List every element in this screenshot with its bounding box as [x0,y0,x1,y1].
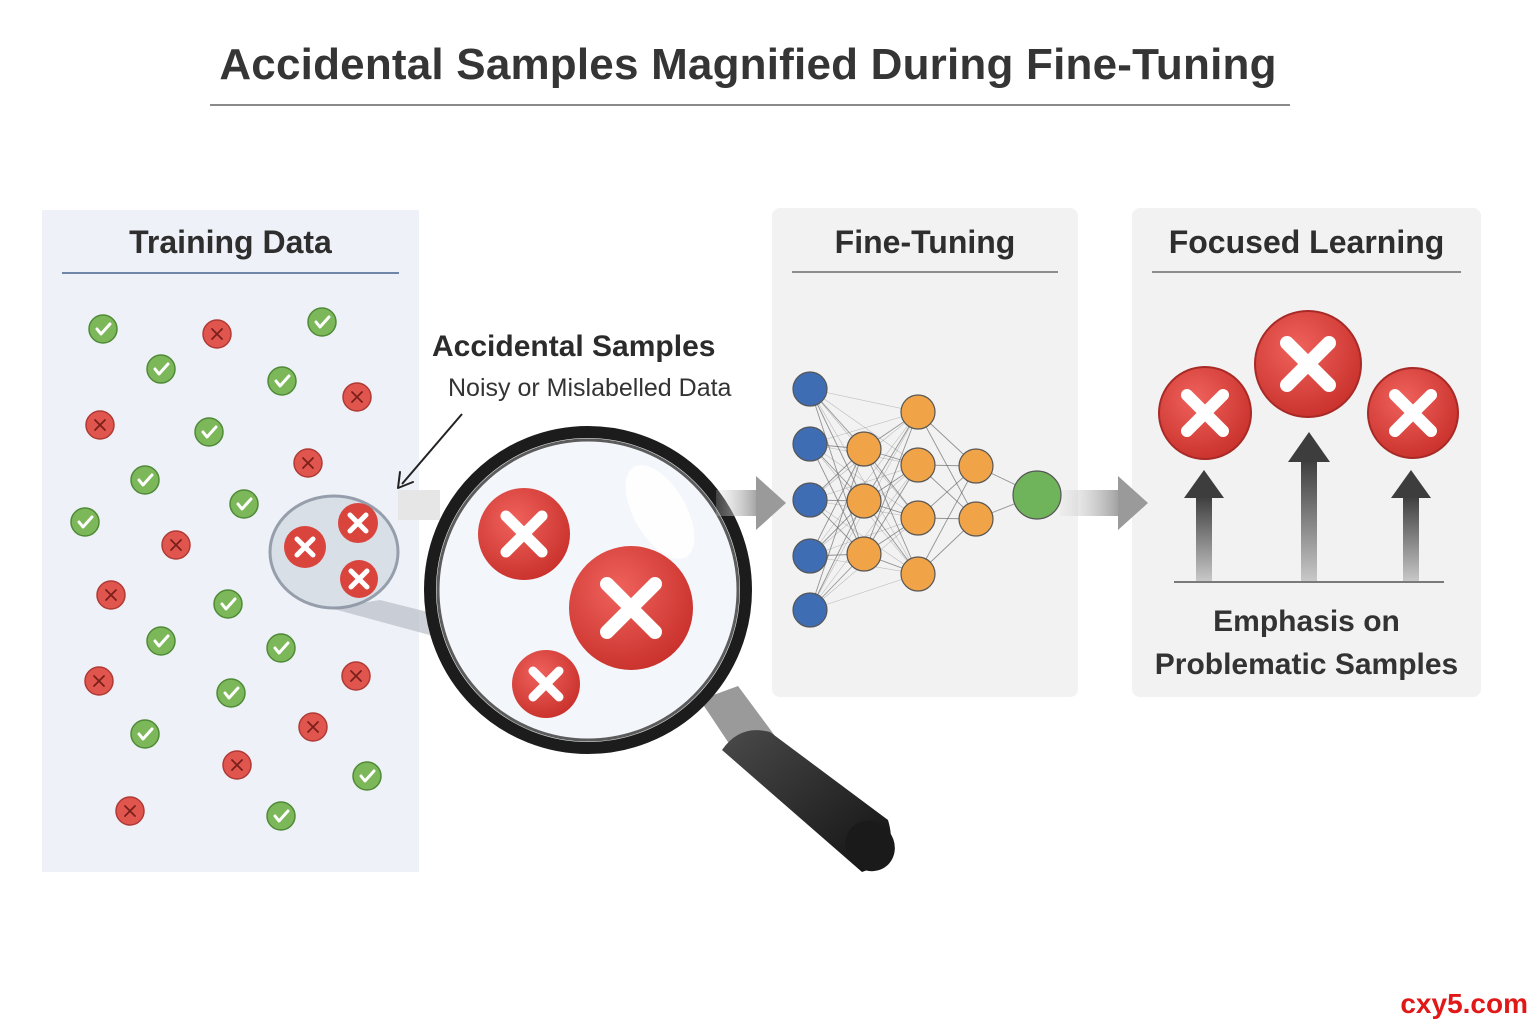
cross-icon [293,448,323,478]
check-icon [229,489,259,519]
cross-icon [161,530,191,560]
hidden-node [958,448,994,484]
cross-icon [96,580,126,610]
input-node [792,482,828,518]
check-icon [216,678,246,708]
check-icon [146,354,176,384]
check-icon [307,307,337,337]
cross-icon [115,796,145,826]
page-title: Accidental Samples Magnified During Fine… [219,40,1277,89]
input-node [792,371,828,407]
arrow-up-icon [1184,470,1224,582]
magnified-cross-icon [512,650,580,718]
cluster-cross-icon [340,560,378,598]
emphasis-caption: Emphasis on Problematic Samples [1132,600,1481,686]
hidden-node [846,431,882,467]
training-data-heading: Training Data [129,224,332,260]
input-node [792,538,828,574]
title-underline [210,104,1290,106]
cross-icon [341,661,371,691]
magnified-cross-icon [569,546,693,670]
hidden-node [846,483,882,519]
fine-tuning-underline [792,271,1058,273]
focused-cross-icon [1254,310,1362,418]
input-node [792,592,828,628]
magnifying-glass-icon [424,426,895,872]
check-icon [88,314,118,344]
check-icon [130,465,160,495]
neural-network [792,371,1062,628]
callout-arrowhead [397,471,414,489]
cross-icon [85,410,115,440]
arrow-up-icon [1288,432,1330,582]
arrow-up-icon [1391,470,1431,582]
cross-icon [222,750,252,780]
focused-learning-underline [1152,271,1461,273]
callout-title: Accidental Samples [432,330,716,363]
check-icon [213,589,243,619]
arrow-right-icon [716,476,786,530]
check-icon [130,719,160,749]
emphasis-line-2: Problematic Samples [1154,648,1459,681]
check-icon [266,633,296,663]
output-node [1012,470,1062,520]
training-data-underline [62,272,399,274]
magnified-cross-icon [478,488,570,580]
check-icon [266,801,296,831]
hidden-node [900,556,936,592]
hidden-node [958,501,994,537]
arrow-right-icon [1060,476,1148,530]
training-samples [70,307,382,831]
focused-cross-icon [1158,366,1252,460]
emphasis-line-1: Emphasis on [1213,605,1400,638]
zoom-cone [330,600,448,640]
focused-learning-heading: Focused Learning [1168,224,1445,260]
check-icon [70,507,100,537]
check-icon [146,626,176,656]
focused-cross-icon [1367,367,1459,459]
hidden-node [900,394,936,430]
input-node [792,426,828,462]
cross-icon [342,382,372,412]
hidden-node [900,500,936,536]
hidden-node [900,447,936,483]
cross-icon [202,319,232,349]
callout-pointer [401,413,463,485]
check-icon [267,366,297,396]
hidden-node [846,536,882,572]
flow-band [398,490,440,520]
cluster-cross-icon [338,503,378,543]
callout-subtitle: Noisy or Mislabelled Data [448,374,732,402]
check-icon [352,761,382,791]
cross-icon [298,712,328,742]
check-icon [194,417,224,447]
fine-tuning-heading: Fine-Tuning [834,224,1016,260]
cluster-cross-icon [284,526,326,568]
cross-icon [84,666,114,696]
watermark: cxy5.com [1400,988,1528,1019]
